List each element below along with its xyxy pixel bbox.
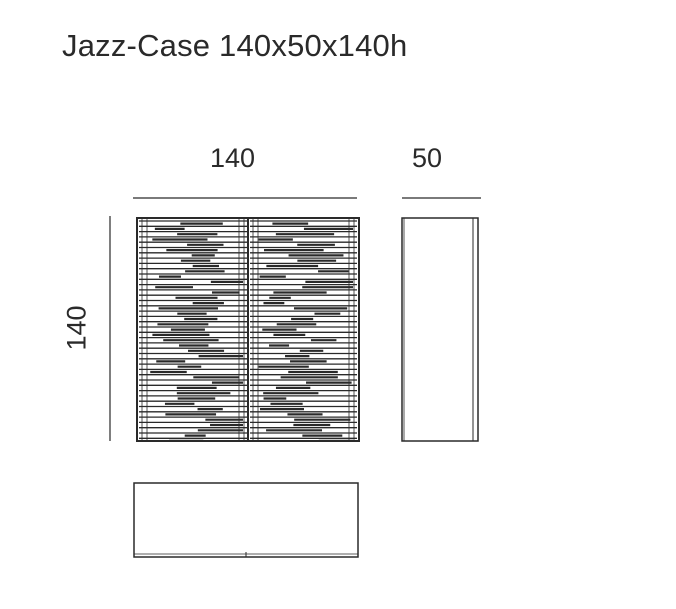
top-view [133, 482, 359, 558]
side-view [401, 217, 479, 442]
depth-label: 50 [412, 143, 443, 173]
product-title: Jazz-Case 140x50x140h [62, 28, 408, 63]
width-label: 140 [210, 143, 256, 173]
front-view [136, 217, 360, 442]
